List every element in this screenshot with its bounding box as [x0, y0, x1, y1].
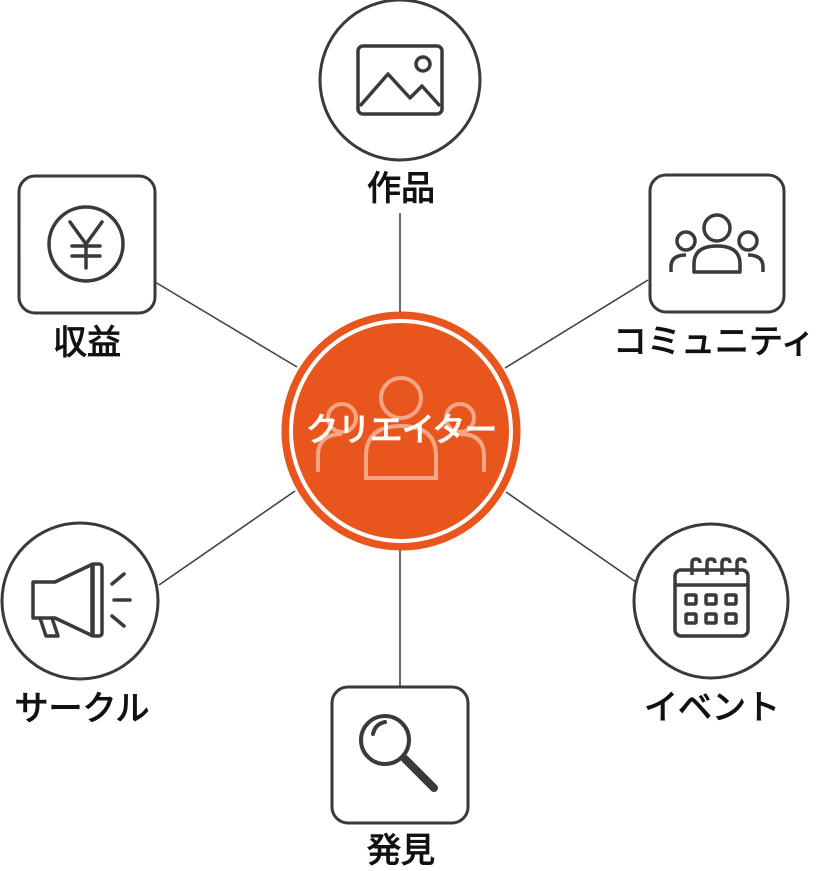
connector-event [505, 491, 637, 583]
label-circle: サークル [14, 689, 150, 729]
megaphone-icon [31, 562, 132, 638]
group-icon [669, 213, 765, 274]
connector-revenue [154, 281, 298, 368]
connector-circle [158, 490, 296, 586]
yen-icon [47, 205, 125, 283]
search-icon [359, 714, 438, 792]
label-revenue: 収益 [53, 323, 121, 363]
node-event[interactable] [632, 522, 790, 680]
label-event: イベント [644, 688, 780, 728]
connector-lines [154, 213, 649, 686]
center-node[interactable] [281, 311, 521, 551]
node-community[interactable] [648, 173, 786, 314]
connector-community [504, 279, 649, 369]
image-icon [356, 44, 444, 116]
calendar-icon [673, 557, 750, 638]
label-works: 作品 [367, 169, 435, 209]
node-circle[interactable] [0, 521, 160, 681]
node-discovery[interactable] [330, 685, 470, 825]
node-revenue[interactable] [17, 174, 157, 315]
node-works[interactable] [318, 0, 482, 162]
center-label: クリエイター [305, 410, 498, 449]
label-discovery: 発見 [367, 831, 435, 871]
people-icon [316, 376, 486, 480]
label-community: コミュニティ [613, 322, 815, 362]
